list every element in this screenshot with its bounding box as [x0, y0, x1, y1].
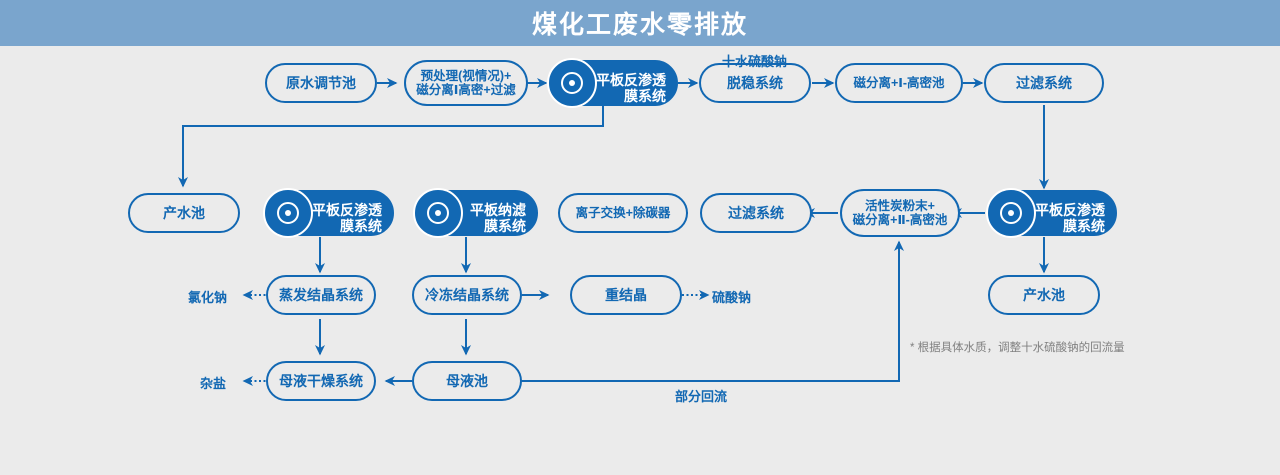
label-sodium-chloride: 氯化钠	[188, 290, 228, 305]
label-mixed-salt: 杂盐	[200, 376, 227, 391]
node-label: 蒸发结晶系统	[279, 286, 363, 303]
node-product-water-tank-1[interactable]: 产水池	[128, 193, 240, 233]
footnote: * 根据具体水质，调整十水硫酸钠的回流量	[910, 342, 1125, 354]
membrane-icon	[547, 58, 597, 108]
node-filtration-1[interactable]: 过滤系统	[984, 63, 1104, 103]
node-label-line1: 平板纳滤	[470, 201, 526, 218]
node-product-water-tank-2[interactable]: 产水池	[988, 275, 1100, 315]
node-pretreatment[interactable]: 预处理(视情况)+ 磁分离Ⅰ高密+过滤	[404, 60, 528, 106]
node-label: 过滤系统	[728, 204, 784, 221]
node-label-line1: 预处理(视情况)+	[420, 68, 512, 83]
node-label: 产水池	[163, 204, 205, 221]
node-ion-exchange[interactable]: 离子交换+除碳器	[558, 193, 688, 233]
node-label-line2: 膜系统	[484, 217, 526, 234]
membrane-icon	[986, 188, 1036, 238]
node-label: 过滤系统	[1016, 74, 1072, 91]
node-magnetic-sep-1[interactable]: 磁分离+Ⅰ-高密池	[835, 63, 963, 103]
diagram-canvas: 原水调节池 预处理(视情况)+ 磁分离Ⅰ高密+过滤 平板反渗透 膜系统 脱稳系统…	[0, 46, 1280, 475]
node-raw-water-tank[interactable]: 原水调节池	[265, 63, 377, 103]
node-filtration-2[interactable]: 过滤系统	[700, 193, 812, 233]
node-label-line2: 磁分离+Ⅱ-高密池	[852, 213, 948, 227]
label-sodium-sulfate: 硫酸钠	[712, 290, 752, 305]
node-mother-liquor-tank[interactable]: 母液池	[412, 361, 522, 401]
label-partial-reflux: 部分回流	[675, 389, 728, 404]
page-title: 煤化工废水零排放	[531, 11, 748, 39]
node-magnetic-sep-2[interactable]: 活性炭粉末+ 磁分离+Ⅱ-高密池	[840, 189, 960, 237]
node-label-line1: 平板反渗透	[1035, 201, 1105, 218]
node-label-line2: 膜系统	[340, 217, 382, 234]
page-header: 煤化工废水零排放	[0, 0, 1280, 46]
node-label: 离子交换+除碳器	[575, 205, 671, 220]
node-label-line2: 磁分离Ⅰ高密+过滤	[416, 83, 516, 97]
node-label: 产水池	[1023, 286, 1065, 303]
node-evaporation-crystallizer[interactable]: 蒸发结晶系统	[266, 275, 376, 315]
label-sodium-sulfate-decahydrate: 十水硫酸钠	[722, 54, 788, 69]
node-label: 原水调节池	[286, 74, 356, 91]
node-nf-membrane[interactable]: 平板纳滤 膜系统	[413, 188, 538, 238]
node-label: 冷冻结晶系统	[425, 286, 509, 303]
node-recrystallization[interactable]: 重结晶	[570, 275, 682, 315]
node-label-line1: 平板反渗透	[596, 71, 666, 88]
node-label-line2: 膜系统	[1063, 217, 1105, 234]
node-label-line1: 平板反渗透	[312, 201, 382, 218]
connector-layer	[178, 66, 1049, 386]
node-label: 磁分离+Ⅰ-高密池	[853, 75, 945, 90]
node-label-line1: 活性炭粉末+	[865, 198, 935, 213]
node-label: 脱稳系统	[727, 74, 783, 91]
node-ro-membrane-3[interactable]: 平板反渗透 膜系统	[986, 188, 1117, 238]
membrane-icon	[413, 188, 463, 238]
node-label: 重结晶	[605, 286, 647, 303]
node-ro-membrane-1[interactable]: 平板反渗透 膜系统	[547, 58, 678, 108]
node-mother-liquor-dryer[interactable]: 母液干燥系统	[266, 361, 376, 401]
node-ro-membrane-2[interactable]: 平板反渗透 膜系统	[263, 188, 394, 238]
node-label-line2: 膜系统	[624, 87, 666, 104]
node-freeze-crystallizer[interactable]: 冷冻结晶系统	[412, 275, 522, 315]
node-destabilization[interactable]: 脱稳系统	[699, 63, 811, 103]
membrane-icon	[263, 188, 313, 238]
node-label: 母液干燥系统	[279, 372, 363, 389]
node-label: 母液池	[446, 372, 488, 389]
